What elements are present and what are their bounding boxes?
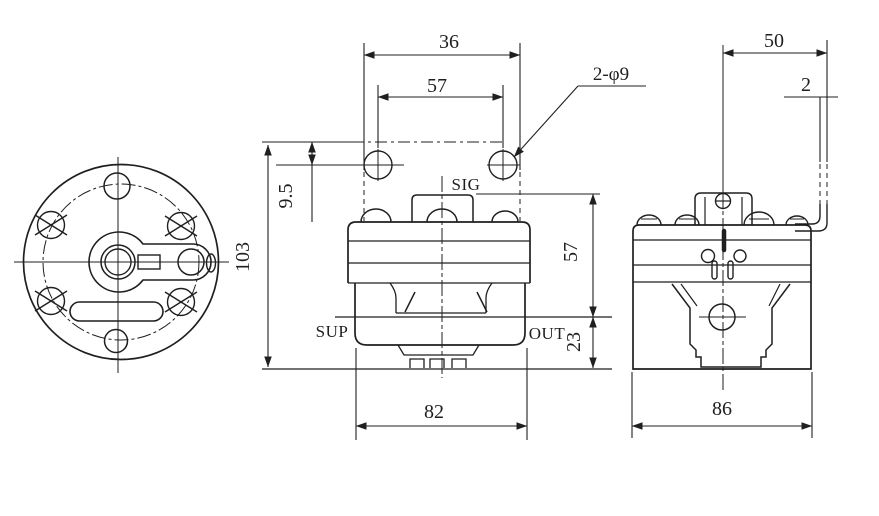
dim-bracket-offset-label: 50 <box>764 30 784 52</box>
hole-callout-leader <box>513 85 646 158</box>
hole-cross-line <box>164 215 198 237</box>
front-elevation-view <box>262 43 646 440</box>
dome-bump <box>785 215 809 226</box>
dim-port-height-label: 23 <box>563 332 585 352</box>
dim-upper-body-height-label: 57 <box>560 242 582 262</box>
bracket-inner-edge <box>680 283 698 307</box>
lever-eye <box>733 249 747 263</box>
bottom-connector-shroud <box>397 344 480 356</box>
dim-overall-height-label: 103 <box>232 242 254 272</box>
port-sup-label: SUP <box>316 322 349 341</box>
dome-bump <box>360 208 392 223</box>
hole-cross-line <box>164 291 198 313</box>
cross-marked-holes <box>34 210 198 317</box>
hole-cross-line <box>34 214 68 236</box>
dim-body-depth-label: 86 <box>712 398 732 420</box>
shaft-bore-outer <box>100 244 136 280</box>
lever-pivot-hole <box>177 248 205 276</box>
dim-hole-offset-label: 9.5 <box>275 184 297 209</box>
dimension-body-width <box>355 348 528 440</box>
lower-body <box>354 283 526 346</box>
bolt-hole <box>103 172 131 200</box>
key-slot <box>137 254 161 270</box>
lever-eye <box>700 248 716 264</box>
bolt-hole <box>166 287 196 317</box>
dim-hole-spacing-label: 57 <box>427 75 447 97</box>
port-out-label: OUT <box>529 324 566 343</box>
hook-inner-profile <box>795 204 821 225</box>
bottom-connector-pins <box>409 358 467 368</box>
side-body-outline <box>632 224 812 370</box>
port-sig-label: SIG <box>452 175 481 194</box>
hatch-mark <box>476 291 488 313</box>
funnel-left-edge <box>389 282 397 313</box>
dim-body-width-label: 82 <box>424 401 444 423</box>
top-cap-domes <box>636 211 809 226</box>
dome-bump <box>491 210 519 223</box>
hatch-mark <box>404 291 416 313</box>
shaft-bore-inner <box>104 248 132 276</box>
bottom-slot <box>69 301 164 322</box>
dimension-body-depth <box>631 372 813 438</box>
leader-line <box>513 85 579 158</box>
screw-head <box>714 192 732 210</box>
bracket-inner-edge <box>768 283 781 307</box>
lever-stem <box>711 260 718 280</box>
dome-bump <box>674 214 700 226</box>
bolt-hole <box>103 328 129 354</box>
side-pin-knob <box>205 253 217 273</box>
top-cap-domes <box>360 208 519 223</box>
upper-body-cap <box>347 221 531 283</box>
dim-bracket-thickness-label: 2 <box>801 74 811 96</box>
bolt-hole <box>36 210 66 240</box>
bolt-hole <box>36 286 66 316</box>
lever-stem <box>727 260 734 280</box>
hook-outer-profile <box>795 204 828 232</box>
plain-bolt-holes <box>103 172 205 354</box>
side-elevation-view <box>631 40 838 438</box>
front-flange-view <box>14 157 229 373</box>
drawing-labels: 36 57 2-φ9 9.5 103 57 23 82 SIG SUP OUT … <box>232 30 811 423</box>
hole-cross-line <box>34 290 68 312</box>
bolt-hole <box>166 211 196 241</box>
dome-bump <box>636 214 662 226</box>
dome-bump <box>743 211 775 226</box>
dim-top-width-label: 36 <box>439 31 459 53</box>
funnel-right-edge <box>485 282 493 313</box>
dimension-hole-spacing <box>377 85 504 148</box>
hole-callout-label: 2-φ9 <box>593 64 629 85</box>
keyhole-boss-outline <box>88 231 212 293</box>
front-bracket-outline <box>671 283 791 368</box>
